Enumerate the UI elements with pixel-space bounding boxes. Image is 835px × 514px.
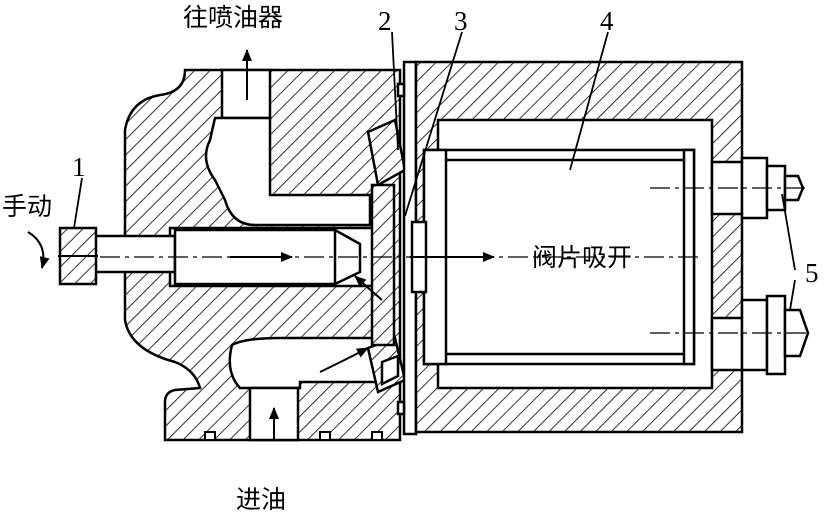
label-to-injector: 往喷油器: [183, 3, 283, 32]
label-part-5: 5: [805, 258, 819, 288]
leader-lines: [73, 31, 796, 311]
label-valve-open: 阀片吸开: [532, 243, 632, 272]
label-part-1: 1: [72, 152, 86, 182]
label-part-3: 3: [454, 6, 468, 36]
flow-arrows: [27, 49, 495, 440]
label-manual: 手动: [2, 192, 52, 221]
label-part-2: 2: [378, 6, 392, 36]
label-part-4: 4: [600, 6, 614, 36]
body-notches: [204, 431, 383, 441]
center-lines: [100, 187, 810, 334]
label-oil-inlet: 进油: [236, 485, 286, 514]
terminal-lower: [710, 294, 810, 376]
